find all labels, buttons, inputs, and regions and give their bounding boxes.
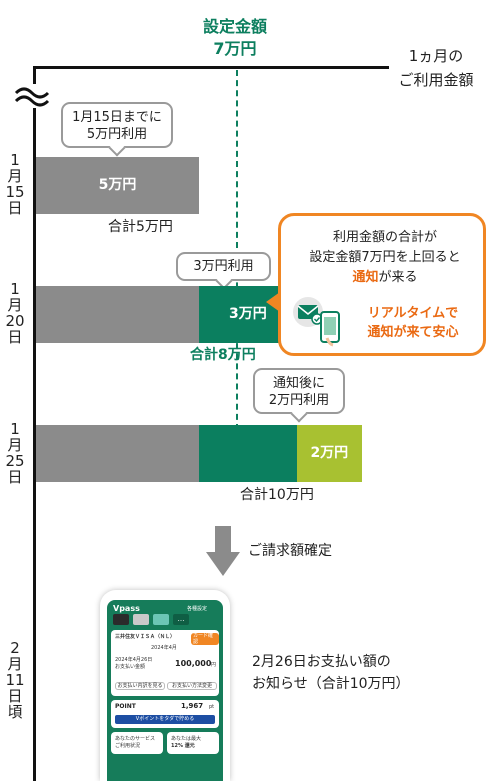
monthly-usage-line1: 1ヵ月の: [408, 47, 464, 65]
card-name: 三井住友ＶＩＳＡ（ＮＬ）: [115, 634, 176, 640]
card-thumb-1: [113, 614, 129, 625]
phone-mail-icon: [291, 292, 341, 348]
monthly-usage-label: 1ヵ月の ご利用金額: [388, 44, 484, 92]
points-label: POINT: [115, 703, 136, 710]
notice-line3: 通知が来る: [352, 270, 418, 285]
usage-bubble-0115: 1月15日までに 5万円利用: [61, 102, 173, 148]
card-thumb-2: [133, 614, 149, 625]
notice-line2: 設定金額7万円を上回ると: [309, 250, 461, 265]
axis-break-icon: [14, 87, 50, 107]
more-cards-icon[interactable]: …: [173, 614, 189, 625]
date-label-0125: 1 月 25 日: [5, 420, 25, 486]
billing-panel[interactable]: 三井住友ＶＩＳＡ（ＮＬ） カード確認 2024年4月 2024年4月26日 お支…: [111, 630, 219, 696]
usage-bubble-0125: 通知後に 2万円利用: [253, 368, 345, 414]
statement-notice: 2月26日お支払い額の お知らせ（合計10万円）: [252, 651, 488, 695]
threshold-line: [236, 70, 238, 430]
total-0115: 合計5万円: [108, 219, 173, 235]
notice-line1: 利用金額の合計が: [332, 230, 437, 245]
points-button[interactable]: Vポイントをタダで貯める: [115, 715, 215, 724]
payment-amount-label: お支払い金額: [115, 664, 146, 670]
setting-amount-label: 設定金額 7万円: [190, 16, 280, 60]
usage-bubble-0120: 3万円利用: [176, 252, 271, 281]
notice-highlight: 通知: [352, 270, 379, 285]
app-name: Vpass: [113, 604, 140, 613]
notification-callout: 利用金額の合計が 設定金額7万円を上回ると 通知が来る リアルタイムで 通知が来…: [278, 213, 486, 356]
phone-mockup: Vpass 各種設定 … 三井住友ＶＩＳＡ（ＮＬ） カード確認 2024年4月 …: [100, 590, 230, 781]
phone-screen: Vpass 各種設定 … 三井住友ＶＩＳＡ（ＮＬ） カード確認 2024年4月 …: [107, 600, 223, 781]
total-0120: 合計8万円: [190, 347, 256, 363]
app-settings-label: 各種設定: [187, 606, 208, 612]
notice-sub-line1: リアルタイムで: [367, 306, 459, 321]
notice-sub-line2: 通知が来て安心: [367, 325, 459, 340]
bar-label-3: 2万円: [310, 445, 349, 461]
bar-segment-3-2: [198, 425, 297, 482]
monthly-usage-line2: ご利用金額: [398, 71, 474, 89]
setting-amount-value: 7万円: [213, 39, 257, 58]
points-value: 1,967: [181, 702, 204, 710]
axis-break-mark: [12, 84, 54, 108]
billing-month: 2024年4月: [151, 645, 177, 651]
payment-amount: 100,000: [175, 659, 212, 668]
amount-axis: [33, 66, 389, 69]
date-label-0211: 2 月 11 日 頃: [5, 639, 25, 721]
points-unit: pt: [209, 704, 215, 710]
card-thumb-3: [153, 614, 169, 625]
reward-rate-tile[interactable]: あなたは最大 12% 還元: [167, 732, 219, 754]
bar-segment-1-1: 5万円: [36, 157, 199, 214]
date-label-0120: 1 月 20 日: [5, 280, 25, 346]
notice-pointer: [266, 292, 280, 312]
bar-segment-2-1: [36, 286, 199, 343]
points-panel[interactable]: POINT 1,967 pt Vポイントをタダで貯める: [111, 700, 219, 728]
statement-line1: 2月26日お支払い額の: [252, 654, 391, 670]
service-usage-tile[interactable]: あなたのサービス ご利用状況: [111, 732, 163, 754]
billing-confirmed-label: ご請求額確定: [248, 543, 332, 559]
bar-segment-3-3: 2万円: [296, 425, 362, 482]
payment-date: 2024年4月26日: [115, 657, 153, 663]
date-label-0115: 1 月 15 日: [5, 151, 25, 217]
time-axis: [33, 66, 36, 781]
statement-line2: お知らせ（合計10万円）: [252, 676, 410, 692]
bar-label-2: 3万円: [228, 306, 267, 322]
down-arrow-icon: [206, 526, 240, 582]
bar-label-1: 5万円: [98, 177, 137, 193]
breakdown-link[interactable]: お支払い内訳を見る: [115, 682, 165, 690]
total-0125: 合計10万円: [240, 487, 314, 503]
setting-amount-title: 設定金額: [202, 17, 267, 36]
payment-method-link[interactable]: お支払い方法変更: [167, 682, 217, 690]
payment-amount-unit: 円: [211, 662, 217, 668]
bar-segment-3-1: [36, 425, 199, 482]
card-check-badge[interactable]: カード確認: [191, 633, 219, 645]
